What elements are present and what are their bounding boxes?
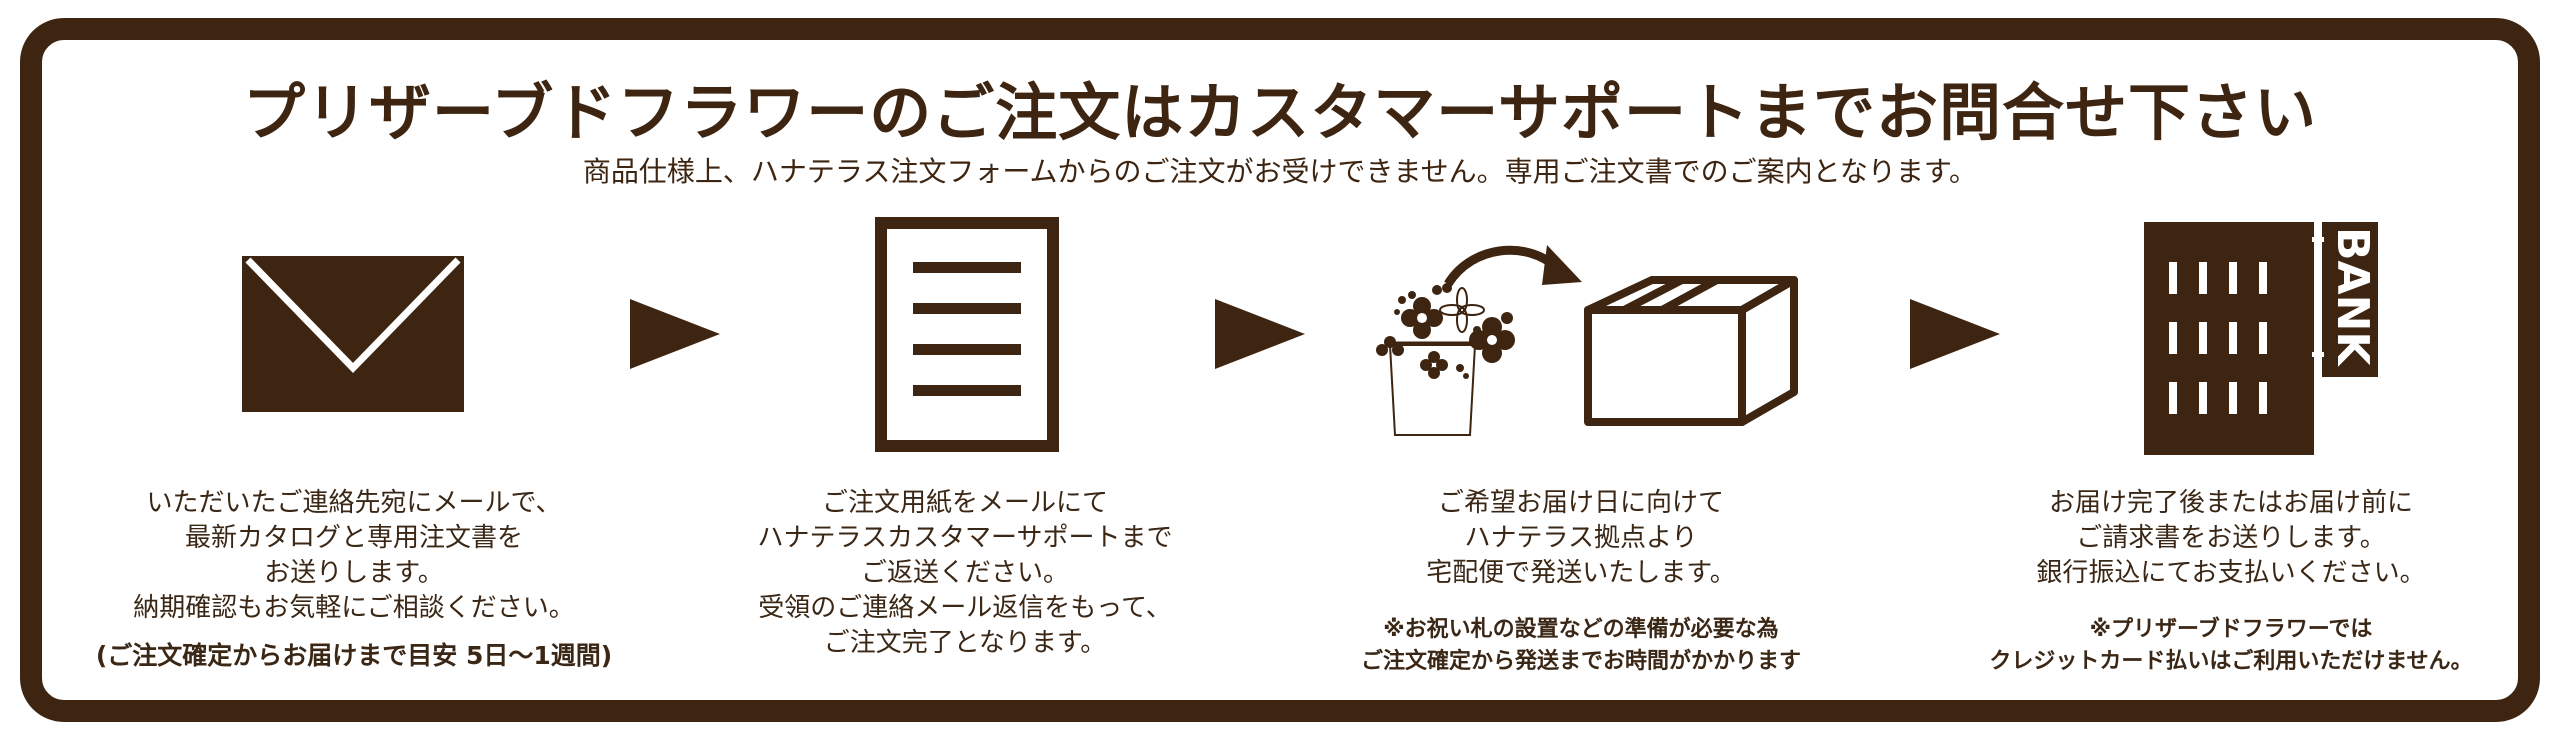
step-3-note: ※お祝い札の設置などの準備が必要な為 ご注文確定から発送までお時間がかかります	[1261, 614, 1901, 678]
arrow-right-icon	[1215, 299, 1305, 369]
step-text: ご注文用紙をメールにて	[821, 488, 1108, 518]
arrow-right-icon	[630, 299, 720, 369]
step-text: お届け完了後またはお届け前に	[2048, 488, 2413, 518]
step-2-description: ご注文用紙をメールにて ハナテラスカスタマーサポートまで ご返送ください。 受領…	[665, 486, 1265, 661]
step-3-description: ご希望お届け日に向けて ハナテラス拠点より 宅配便で発送いたします。	[1281, 486, 1881, 591]
step-text: 納期確認もお気軽にご相談ください。	[133, 593, 575, 623]
step-text: ハナテラス拠点より	[1464, 523, 1698, 553]
page-title: プリザーブドフラワーのご注文はカスタマーサポートまでお問合せ下さい	[242, 76, 2318, 149]
step-text: ご返送ください。	[860, 558, 1069, 588]
step-text: 銀行振込にてお支払いください。	[2036, 558, 2426, 588]
bank-label: BANK	[2327, 227, 2378, 367]
note-text: クレジットカード払いはご利用いただけません。	[1989, 649, 2473, 674]
note-text: ※お祝い札の設置などの準備が必要な為	[1383, 617, 1779, 642]
step-text: 宅配便で発送いたします。	[1426, 558, 1736, 588]
step-text: ご希望お届け日に向けて	[1437, 488, 1724, 518]
step-text: いただいたご連絡先宛にメールで、	[146, 488, 562, 518]
step-text: ハナテラスカスタマーサポートまで	[757, 523, 1173, 553]
step-4-note: ※プリザーブドフラワーでは クレジットカード払いはご利用いただけません。	[1911, 614, 2551, 678]
envelope-icon	[242, 256, 464, 412]
step-text: お送りします。	[264, 558, 444, 588]
step-text: 最新カタログと専用注文書を	[184, 523, 523, 553]
step-text: ご注文完了となります。	[823, 628, 1107, 658]
step-text: ご請求書をお送りします。	[2076, 523, 2386, 553]
note-text: ご注文確定から発送までお時間がかかります	[1360, 649, 1801, 674]
page-subtitle: 商品仕様上、ハナテラス注文フォームからのご注文がお受けできません。専用ご注文書で…	[582, 155, 1978, 188]
document-icon	[875, 217, 1059, 452]
step-1-description: いただいたご連絡先宛にメールで、 最新カタログと専用注文書を お送りします。 納…	[54, 486, 654, 626]
step-text: 受領のご連絡メール返信をもって、	[758, 593, 1172, 623]
arrow-right-icon	[1910, 299, 2000, 369]
bank-icon: BANK	[2144, 222, 2378, 455]
step-1-note: (ご注文確定からお届けまで目安 5日〜1週間)	[34, 640, 674, 672]
note-text: ※プリザーブドフラワーでは	[2089, 617, 2373, 642]
step-4-description: お届け完了後またはお届け前に ご請求書をお送りします。 銀行振込にてお支払いくだ…	[1931, 486, 2531, 591]
note-text: (ご注文確定からお届けまで目安 5日〜1週間)	[95, 641, 613, 670]
flowers-to-box-icon	[1376, 245, 1798, 436]
